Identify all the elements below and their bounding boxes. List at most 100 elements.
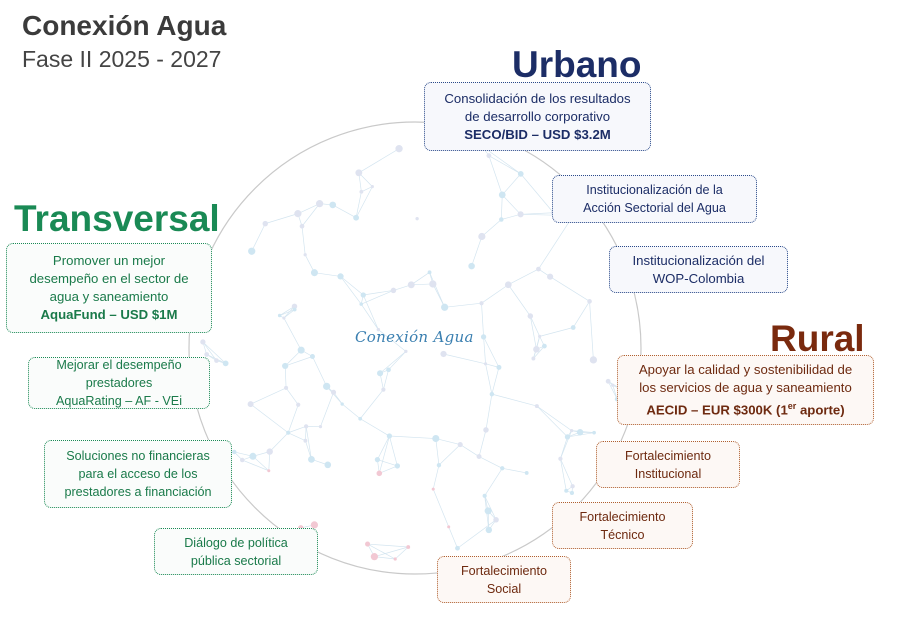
network-link	[501, 173, 522, 196]
category-label-rural: Rural	[770, 318, 865, 359]
network-link	[589, 301, 594, 360]
network-link	[389, 435, 398, 466]
network-node	[558, 456, 563, 461]
network-link	[312, 356, 327, 387]
network-link	[367, 543, 409, 548]
transversal-item-line: Soluciones no financieras	[66, 449, 210, 463]
network-link	[435, 438, 461, 445]
network-link	[485, 394, 493, 430]
urbano-funding: SECO/BID – USD $3.2M	[464, 126, 611, 142]
rural-item-box: Fortalecimiento Social	[437, 556, 571, 603]
network-link	[379, 465, 398, 474]
network-link	[388, 351, 407, 371]
network-node	[282, 316, 286, 320]
urbano-item-line: Acción Sectorial del Agua	[583, 201, 726, 215]
transversal-item-line: Diálogo de política	[184, 535, 288, 550]
network-link	[355, 191, 362, 218]
network-node	[564, 488, 569, 493]
network-node	[480, 334, 487, 340]
network-link	[471, 236, 483, 267]
network-node	[393, 557, 397, 561]
network-link	[288, 426, 307, 434]
network-link	[488, 155, 521, 175]
network-node	[200, 339, 206, 345]
network-node	[407, 281, 415, 289]
network-node	[370, 553, 379, 561]
network-node	[266, 448, 273, 455]
network-node	[267, 469, 271, 473]
rural-funding-superscript: er	[787, 400, 797, 411]
urbano-main-line: de desarrollo corporativo	[464, 108, 611, 124]
network-node	[564, 434, 571, 440]
network-link	[607, 381, 618, 400]
network-link	[288, 432, 306, 442]
network-node	[440, 350, 447, 358]
network-node	[310, 269, 318, 277]
network-node	[359, 302, 363, 306]
network-link	[560, 458, 567, 491]
network-node	[542, 343, 547, 349]
network-link	[520, 173, 554, 213]
transversal-main-line: Promover un mejor	[52, 253, 166, 268]
urbano-item-line: WOP-Colombia	[652, 270, 745, 286]
network-link	[283, 317, 302, 351]
network-node	[605, 378, 611, 384]
network-link	[268, 451, 271, 471]
network-node	[370, 185, 374, 189]
network-link	[529, 316, 537, 350]
network-link	[378, 329, 407, 352]
network-node	[569, 428, 574, 433]
network-node	[303, 424, 309, 429]
network-node	[524, 471, 529, 475]
transversal-item-line: prestadores a financiación	[64, 485, 212, 499]
network-node	[340, 402, 344, 406]
network-node	[309, 354, 315, 359]
network-node	[355, 169, 363, 177]
category-label-transversal: Transversal	[14, 198, 220, 239]
network-node	[517, 211, 524, 218]
network-node	[394, 463, 401, 469]
network-node	[214, 358, 219, 363]
network-node	[415, 216, 419, 221]
rural-item-line: Fortalecimiento	[624, 448, 712, 463]
network-link	[361, 186, 373, 193]
network-link	[285, 356, 313, 367]
network-node	[318, 425, 323, 429]
rural-item-line: Fortalecimiento	[460, 563, 548, 578]
network-node	[247, 401, 254, 408]
network-node	[569, 490, 574, 495]
network-link	[429, 272, 445, 308]
network-node	[432, 434, 440, 443]
network-node	[310, 521, 319, 529]
network-link	[560, 458, 573, 487]
network-link	[538, 215, 574, 270]
rural-main-line: los servicios de agua y saneamiento	[639, 379, 852, 395]
network-node	[381, 387, 386, 392]
network-node	[324, 461, 332, 469]
network-node	[533, 346, 540, 353]
rural-main-box: Apoyar la calidad y sostenibilidad de lo…	[617, 355, 874, 425]
network-node	[500, 466, 505, 471]
network-link	[340, 276, 364, 296]
network-link	[383, 369, 389, 390]
network-node	[330, 389, 337, 395]
network-link	[377, 435, 390, 460]
outer-ring	[188, 121, 642, 575]
transversal-item-box: Mejorar el desempeño prestadores AquaRat…	[28, 357, 210, 409]
network-node	[538, 334, 542, 338]
network-node	[337, 273, 344, 280]
network-node	[436, 462, 442, 468]
network-link	[360, 303, 379, 330]
network-node	[404, 349, 408, 354]
network-link	[483, 336, 486, 364]
category-label-urbano: Urbano	[512, 44, 642, 85]
network-link	[332, 204, 357, 219]
urbano-main-line: Consolidación de los resultados	[444, 90, 631, 106]
network-link	[285, 387, 299, 405]
network-link	[481, 303, 484, 337]
network-node	[447, 525, 451, 529]
network-link	[202, 341, 217, 361]
network-link	[508, 268, 539, 286]
network-link	[491, 367, 500, 395]
network-link	[533, 345, 545, 359]
